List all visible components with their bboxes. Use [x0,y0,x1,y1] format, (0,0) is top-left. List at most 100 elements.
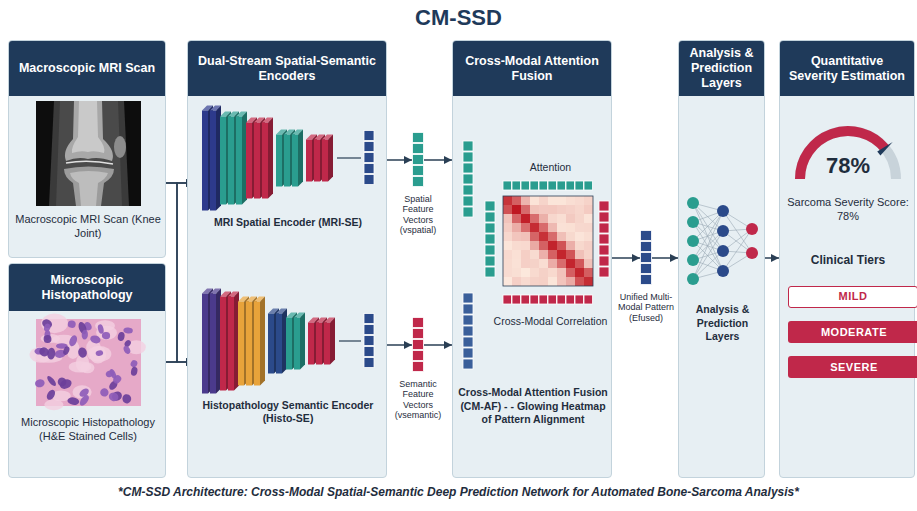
heatmap-cell [548,214,557,223]
neural-network [679,191,766,291]
feature-cell [364,175,374,185]
feature-cell [485,201,495,211]
feature-cell [413,155,424,165]
cell-nucleus [34,378,45,388]
layer-face [286,318,292,370]
heatmap-cell [503,223,512,232]
feature-vector-node: Semantic Feature Vectors (vsemantic) [412,317,424,373]
stage-panel: Cross-Modal Attention FusionCross-Modal … [452,40,612,478]
feature-cell [364,358,374,368]
flow-arrow [424,159,452,161]
heatmap-cell [521,205,530,214]
feature-cell [641,231,652,241]
heatmap-cell [521,214,530,223]
feature-cell [463,315,473,325]
layer-face [238,302,244,386]
input-panel: Macroscopic MRI ScanMacroscopic MRI Scan… [8,40,166,258]
feature-cell [641,275,652,285]
input-panel: Microscopic HistopathologyMicroscopic Hi… [8,263,166,478]
vector-label: Unified Multi-Modal Pattern (Efused) [615,292,677,323]
heatmap-cell [521,196,530,205]
layer-side [328,135,333,182]
heatmap-cell [575,250,584,259]
vector-label: Semantic Feature Vectors (vsemantic) [389,379,447,420]
heatmap-cell [548,277,557,286]
layer-face [322,140,328,182]
cell-nucleus [45,388,57,401]
layer-side [260,297,265,386]
severity-gauge [780,111,916,191]
encoder-layers [194,286,382,396]
layer-face [262,123,268,199]
fusion-description: Cross-Modal Attention Fusion (CM-AF) - -… [458,386,608,427]
muscle [56,101,122,206]
heatmap-cell [548,268,557,277]
heatmap-cell [584,205,593,214]
feature-cell [521,295,530,304]
heatmap-cell [512,277,521,286]
heatmap-cell [512,214,521,223]
heatmap-cell [530,232,539,241]
feature-cell [548,295,557,304]
heatmap-cell [548,250,557,259]
heatmap-cell [584,268,593,277]
heatmap-cell [539,250,548,259]
heatmap-cell [539,214,548,223]
feature-cell [557,181,566,190]
tier-badge: SEVERE [788,356,917,378]
heatmap-cell [530,196,539,205]
score-value: 78% [780,153,916,179]
heatmap-frame [503,196,593,286]
cell-nucleus [112,374,123,385]
heatmap-cell [512,250,521,259]
heatmap-cell [557,205,566,214]
heatmap-cell [584,223,593,232]
feature-cell [485,245,495,255]
heatmap-cell [530,268,539,277]
feature-cell [413,351,424,361]
cell-nucleus [130,366,138,376]
feature-cell [413,329,424,339]
feature-cell [503,295,512,304]
nn-neuron [717,225,729,237]
cell-nucleus [105,369,115,378]
panel-header: Microscopic Histopathology [9,264,165,311]
heatmap-cell [530,223,539,232]
heatmap-cell [530,214,539,223]
feature-cell [530,295,539,304]
cell-nucleus [46,375,58,388]
layer-face [210,294,216,394]
feature-vector [640,230,652,286]
heatmap-cell [584,241,593,250]
feature-cell [575,295,584,304]
cell-nucleus [89,334,101,344]
layer-face [228,117,234,205]
heatmap-cell [512,223,521,232]
gauge-needle [877,142,892,155]
cytoplasm [69,361,92,372]
heatmap-cell [557,223,566,232]
heatmap-cell [503,214,512,223]
tiers-heading: Clinical Tiers [780,253,916,267]
cell-nucleus [62,345,70,355]
heatmap-cell [566,196,575,205]
heatmap-cell [557,232,566,241]
heatmap-cell [512,268,521,277]
heatmap-cell [584,259,593,268]
feature-cell [584,181,593,190]
layer-side [268,118,273,199]
cell-nucleus [122,345,131,355]
flow-arrow [612,257,640,259]
feature-vector-node: Unified Multi-Modal Pattern (Efused) [640,230,652,286]
stage-panel: Quantitative Severity Estimation78%Sarco… [779,40,915,478]
image-caption: Macroscopic MRI Scan (Knee Joint) [14,213,162,241]
cell-nucleus [68,334,79,347]
cell-nucleus [121,393,132,404]
heatmap-cell [557,250,566,259]
feature-vector-node: Spatial Feature Vectors (vspatial) [412,132,424,188]
nn-neuron [746,223,758,235]
feature-cell [364,153,374,163]
heatmap-cell [548,259,557,268]
heatmap-cell [557,241,566,250]
nn-neuron [687,273,699,285]
